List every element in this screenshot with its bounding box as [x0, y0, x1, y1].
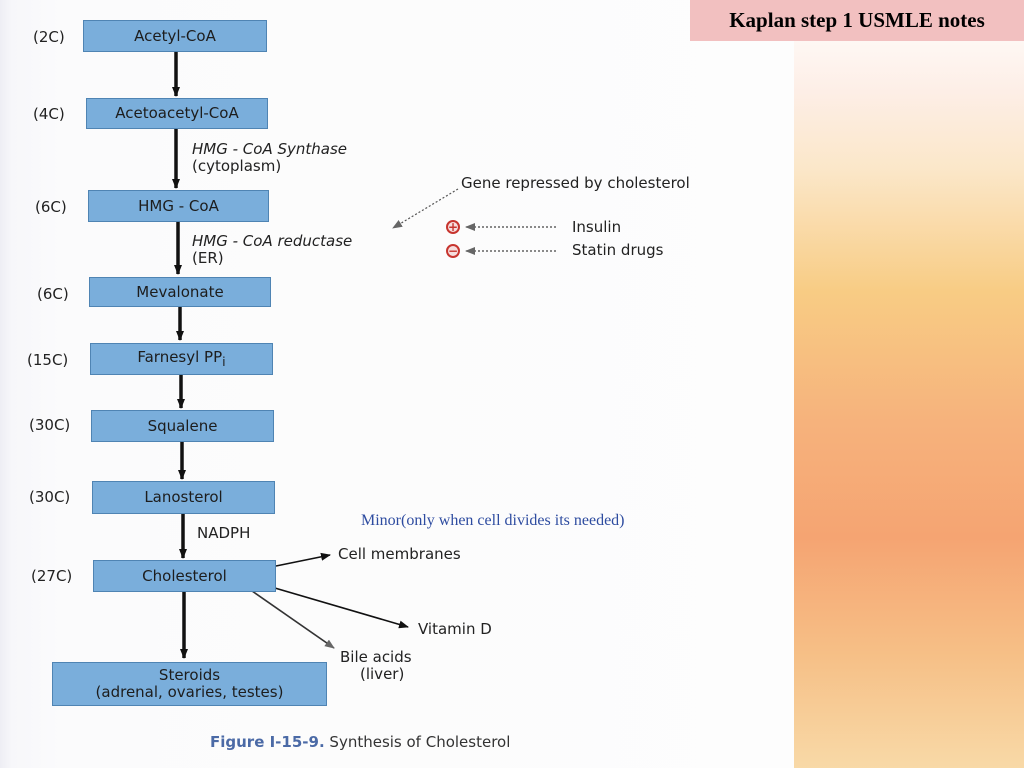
- steroids-sites-label: (adrenal, ovaries, testes): [95, 683, 284, 701]
- acetyl-coa-box: Acetyl-CoA: [83, 20, 267, 52]
- carbon-count-lanosterol: (30C): [29, 488, 71, 506]
- arrow-to-cell-membranes: [275, 552, 331, 567]
- side-gradient-panel: [794, 0, 1024, 768]
- mevalonate-box: Mevalonate: [89, 277, 271, 307]
- hmg-coa-synthase-label: HMG - CoA Synthase: [192, 140, 348, 158]
- carbon-count-squalene: (30C): [29, 416, 71, 434]
- acetyl-coa-label: Acetyl-CoA: [134, 26, 216, 45]
- figure-caption: Figure I-15-9. Synthesis of Cholesterol: [210, 733, 510, 751]
- synthase-location-label: (cytoplasm): [192, 157, 282, 175]
- reductase-location-label: (ER): [192, 249, 224, 267]
- source-banner: Kaplan step 1 USMLE notes: [690, 0, 1024, 41]
- mevalonate-label: Mevalonate: [136, 282, 224, 301]
- farnesyl-pp-box: Farnesyl PPi: [90, 343, 273, 375]
- cell-membranes-label: Cell membranes: [338, 545, 461, 563]
- carbon-count-cholesterol: (27C): [31, 567, 73, 585]
- hmg-coa-label: HMG - CoA: [138, 196, 219, 215]
- insulin-label: Insulin: [572, 218, 622, 236]
- figure-title: Synthesis of Cholesterol: [329, 733, 511, 751]
- figure-number: Figure I-15-9.: [210, 733, 325, 751]
- cholesterol-label: Cholesterol: [142, 566, 227, 585]
- acetoacetyl-coa-label: Acetoacetyl-CoA: [115, 104, 239, 122]
- squalene-box: Squalene: [91, 410, 274, 442]
- vitamin-d-label: Vitamin D: [418, 620, 492, 638]
- minor-pathway-note: Minor(only when cell divides its needed): [361, 512, 625, 529]
- farnesyl-pp-label: Farnesyl PPi: [137, 347, 226, 369]
- lanosterol-box: Lanosterol: [92, 481, 275, 514]
- minus-sign-icon: −: [446, 244, 460, 258]
- squalene-label: Squalene: [147, 416, 218, 435]
- bile-acids-site-label: (liver): [360, 665, 405, 683]
- carbon-count-farnesyl: (15C): [27, 351, 69, 369]
- lanosterol-label: Lanosterol: [144, 488, 223, 506]
- hmg-coa-box: HMG - CoA: [88, 190, 269, 222]
- cholesterol-box: Cholesterol: [93, 560, 276, 592]
- gene-repression-label: Gene repressed by cholesterol: [461, 174, 690, 192]
- carbon-count-hmg-coa: (6C): [35, 198, 67, 216]
- nadph-label: NADPH: [197, 524, 251, 542]
- steroids-box: Steroids (adrenal, ovaries, testes): [52, 662, 327, 706]
- acetoacetyl-coa-box: Acetoacetyl-CoA: [86, 98, 268, 129]
- pathway-arrows: [172, 52, 556, 659]
- arrow-to-vitamin-d: [267, 585, 409, 629]
- gene-repression-arrow: [392, 188, 459, 229]
- bile-acids-label: Bile acids: [340, 648, 412, 666]
- carbon-count-acetoacetyl-coa: (4C): [33, 105, 65, 123]
- statin-drugs-label: Statin drugs: [572, 241, 664, 259]
- plus-sign-icon: +: [446, 220, 460, 234]
- arrow-to-bile-acids: [251, 590, 335, 649]
- carbon-count-acetyl-coa: (2C): [33, 28, 65, 46]
- steroids-label: Steroids: [158, 666, 221, 684]
- carbon-count-mevalonate: (6C): [37, 285, 69, 303]
- hmg-coa-reductase-label: HMG - CoA reductase: [192, 232, 353, 250]
